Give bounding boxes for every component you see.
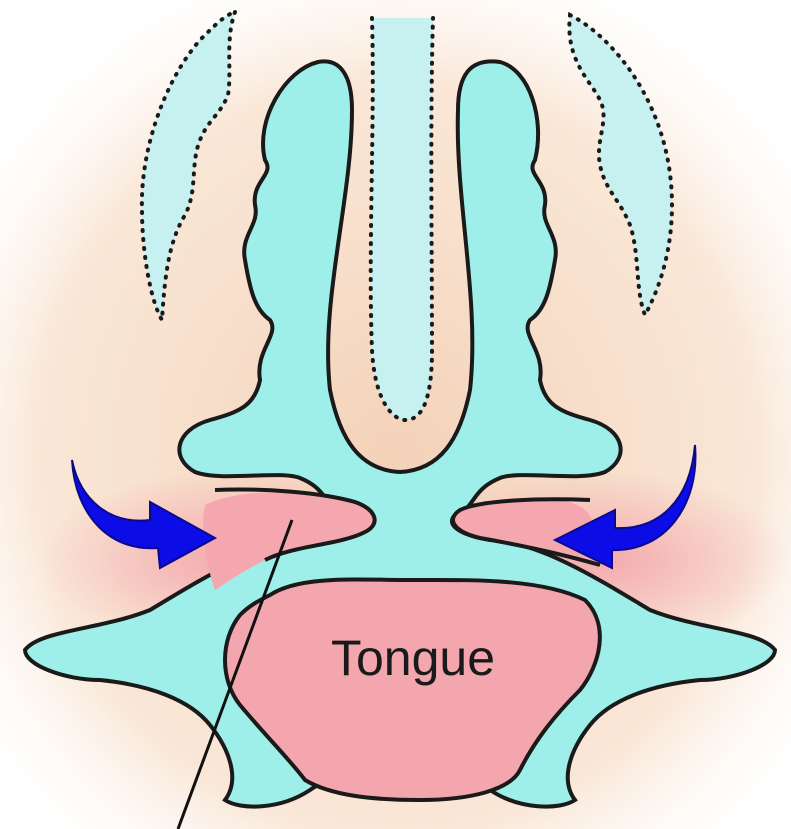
dotted-center-tube bbox=[371, 18, 433, 420]
tongue-label: Tongue bbox=[331, 630, 495, 686]
